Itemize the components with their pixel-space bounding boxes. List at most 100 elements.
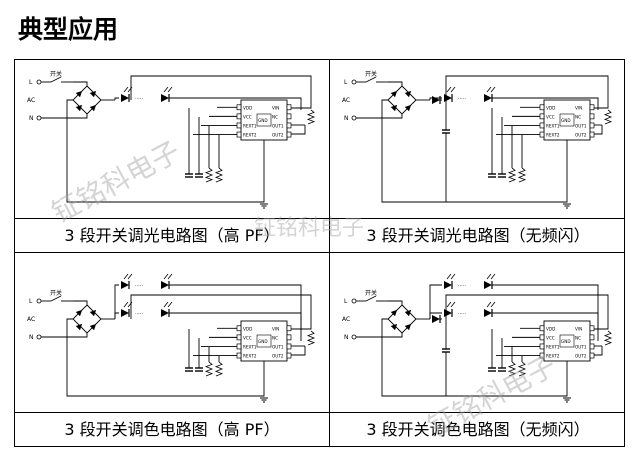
- resistor: [306, 330, 316, 346]
- chip-pin-label: NC: [575, 335, 581, 340]
- ground-symbol: [260, 203, 268, 209]
- table-divider-vertical: [329, 60, 330, 446]
- label-ac: AC: [27, 316, 35, 323]
- led-diode: [484, 301, 496, 317]
- chip-pin-label: VDD: [243, 105, 252, 110]
- ground-symbol: [563, 203, 571, 209]
- resistor: [517, 167, 527, 183]
- ground-symbol: [260, 397, 268, 403]
- led-chain-dots: ·····: [458, 283, 466, 289]
- label-ac: AC: [342, 97, 350, 104]
- label-n: N: [344, 115, 349, 122]
- circuit-table: 3 段开关调光电路图（高 PF） 3 段开关调光电路图（无频闪） 3 段开关调色…: [14, 59, 625, 447]
- terminal-n: [351, 334, 357, 340]
- led-diode: [484, 86, 496, 102]
- led-diode: [484, 273, 496, 289]
- bridge-rectifier: [72, 304, 102, 334]
- capacitor: [488, 173, 496, 178]
- resistor: [603, 330, 613, 346]
- chip-pin-label: VDD: [546, 326, 555, 331]
- caption-color-no-flicker: 3 段开关调色电路图（无频闪）: [366, 420, 590, 439]
- resistor: [214, 361, 224, 377]
- chip-pin-label: REXT2: [243, 354, 257, 359]
- resistor: [214, 167, 224, 183]
- chip-pin-label: NC: [575, 114, 581, 119]
- chip-pin-label: OUT2: [272, 354, 284, 359]
- label-l: L: [344, 79, 348, 86]
- chip-pin-label: VIN: [272, 326, 279, 331]
- led-diode: [161, 86, 173, 102]
- capacitor: [195, 173, 203, 178]
- chip-pin-label: VIN: [575, 105, 582, 110]
- ground-symbol: [563, 397, 571, 403]
- led-diode: [121, 301, 133, 317]
- chip-pin-label: REXT2: [243, 133, 257, 138]
- resistor: [517, 361, 527, 377]
- resistor: [306, 109, 316, 125]
- capacitor: [185, 367, 193, 372]
- resistor: [507, 361, 517, 377]
- label-switch: 开关: [365, 70, 377, 78]
- label-l: L: [344, 298, 348, 305]
- chip-center-label: GND: [561, 118, 571, 123]
- chip-pin-label: OUT1: [575, 344, 587, 349]
- table-divider-row3: [15, 412, 624, 413]
- led-diode: [121, 273, 133, 289]
- terminal-n: [351, 115, 357, 121]
- chip-pin-label: VCC: [546, 335, 555, 340]
- switch: [365, 295, 377, 302]
- chip-center-label: GND: [561, 339, 571, 344]
- led-diode: [121, 86, 133, 102]
- chip-pin-label: REXT2: [546, 354, 560, 359]
- led-chain-dots: ·····: [135, 283, 143, 289]
- led-chain-dots: ·····: [458, 311, 466, 317]
- capacitor: [195, 367, 203, 372]
- led-chain-dots: ·····: [135, 96, 143, 102]
- circuit-schematic: LACN开关··········VDDVCCREXT1REXT2VINNCOUT…: [27, 273, 316, 403]
- led-chain-dots: ·····: [135, 311, 143, 317]
- chip-pin-label: OUT2: [272, 133, 284, 138]
- bridge-rectifier: [72, 85, 102, 115]
- chip-pin-label: VIN: [272, 105, 279, 110]
- led-chain-dots: ·····: [458, 96, 466, 102]
- page-title: 典型应用: [18, 15, 119, 44]
- circuit-schematic: LACN开关·····VDDVCCREXT1REXT2VINNCOUT1OUT2…: [342, 70, 613, 209]
- rectifier-diode: [432, 315, 441, 323]
- rectifier-diode: [432, 96, 441, 104]
- chip-pin-label: OUT1: [272, 123, 284, 128]
- chip-pin-label: VCC: [243, 335, 252, 340]
- caption-dimming-no-flicker: 3 段开关调光电路图（无频闪）: [366, 226, 590, 245]
- chip-pin-label: REXT1: [243, 123, 257, 128]
- chip-pin-label: REXT1: [546, 123, 560, 128]
- resistor: [204, 167, 214, 183]
- chip-pin-label: VDD: [546, 105, 555, 110]
- caption-dimming-high-pf: 3 段开关调光电路图（高 PF）: [64, 226, 280, 245]
- chip-pin-label: OUT2: [575, 133, 587, 138]
- chip-pin-label: OUT1: [272, 344, 284, 349]
- chip-pin-label: VIN: [575, 326, 582, 331]
- terminal-l: [36, 79, 42, 85]
- bridge-rectifier: [387, 304, 417, 334]
- switch: [365, 76, 377, 83]
- label-switch: 开关: [50, 70, 62, 78]
- terminal-l: [351, 79, 357, 85]
- label-n: N: [344, 334, 349, 341]
- led-diode: [161, 301, 173, 317]
- circuit-schematic: LACN开关··········VDDVCCREXT1REXT2VINNCOUT…: [342, 273, 613, 403]
- chip-center-label: GND: [258, 118, 268, 123]
- label-l: L: [29, 79, 33, 86]
- terminal-l: [36, 298, 42, 304]
- chip-pin-label: VDD: [243, 326, 252, 331]
- switch: [50, 295, 62, 302]
- chip-pin-label: REXT1: [546, 344, 560, 349]
- table-divider-row2: [15, 252, 624, 253]
- led-diode: [161, 273, 173, 289]
- chip-pin-label: VCC: [546, 114, 555, 119]
